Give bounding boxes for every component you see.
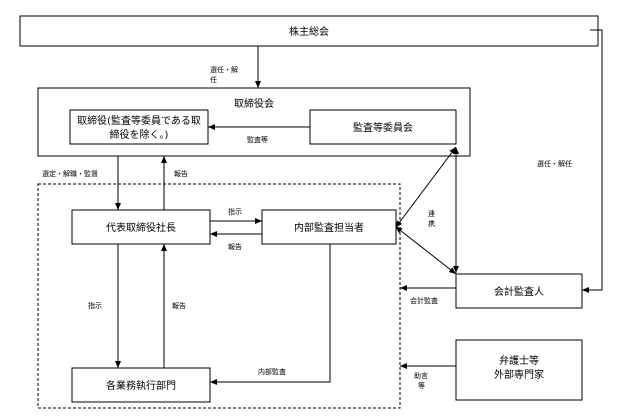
edge-audit-etc-label: 監査等 <box>247 135 268 144</box>
accounting-auditor-label: 会計監査人 <box>494 285 544 298</box>
edge-coop-auditor <box>395 226 457 275</box>
external-experts-node: 弁護士等 外部専門家 <box>455 339 583 401</box>
edge-report-board-label: 報告 <box>174 169 188 178</box>
internal-audit-node: 内部監査担当者 <box>261 209 397 245</box>
audit-committee-node: 監査等委員会 <box>309 109 457 145</box>
edge-report-divisions-label: 報告 <box>172 301 186 310</box>
external-experts-label-2: 外部専門家 <box>494 368 544 381</box>
edge-internal-audit <box>210 244 331 385</box>
president-label: 代表取締役社長 <box>106 221 176 234</box>
audit-committee-label: 監査等委員会 <box>353 121 413 134</box>
edge-coop-label-1: 連 <box>428 209 435 218</box>
edge-coop-committee <box>395 146 457 228</box>
edge-report-internal-label: 報告 <box>228 242 242 251</box>
edge-accounting-audit-label: 会計監査 <box>410 296 438 305</box>
divisions-label: 各業務執行部門 <box>106 379 176 392</box>
shareholders-meeting-node: 株主総会 <box>19 15 599 47</box>
edge-internal-audit-label: 内部監査 <box>258 367 286 376</box>
edge-appoint-auditor <box>582 29 603 293</box>
directors-label-1: 取締役(監査等委員である取 <box>77 114 201 127</box>
internal-audit-label: 内部監査担当者 <box>294 221 364 234</box>
directors-node: 取締役(監査等委員である取 締役を除く。) <box>69 109 209 145</box>
edge-instruct-internal-label: 指示 <box>228 207 242 216</box>
accounting-auditor-node: 会計監査人 <box>455 273 583 309</box>
edge-appoint-board-label-1: 選任・解 <box>210 65 238 74</box>
directors-label-2: 締役を除く。) <box>110 128 169 141</box>
edge-instruct-divisions-label: 指示 <box>88 301 102 310</box>
edge-coop-label-2: 携 <box>428 219 435 228</box>
president-node: 代表取締役社長 <box>71 209 211 245</box>
edge-appoint-auditor-label: 選任・解任 <box>537 159 572 168</box>
edge-advice-label-1: 助言 <box>414 371 428 380</box>
external-experts-label-1: 弁護士等 <box>499 354 539 367</box>
edge-advice-label-2: 等 <box>418 381 425 390</box>
edge-select-dismiss-label: 選定・解職・監督 <box>42 169 98 178</box>
shareholders-meeting-label: 株主総会 <box>289 25 329 38</box>
edge-appoint-board-label-2: 任 <box>210 75 217 84</box>
execution-frame <box>37 183 401 409</box>
divisions-node: 各業務執行部門 <box>71 367 211 403</box>
board-label: 取締役会 <box>234 97 274 110</box>
